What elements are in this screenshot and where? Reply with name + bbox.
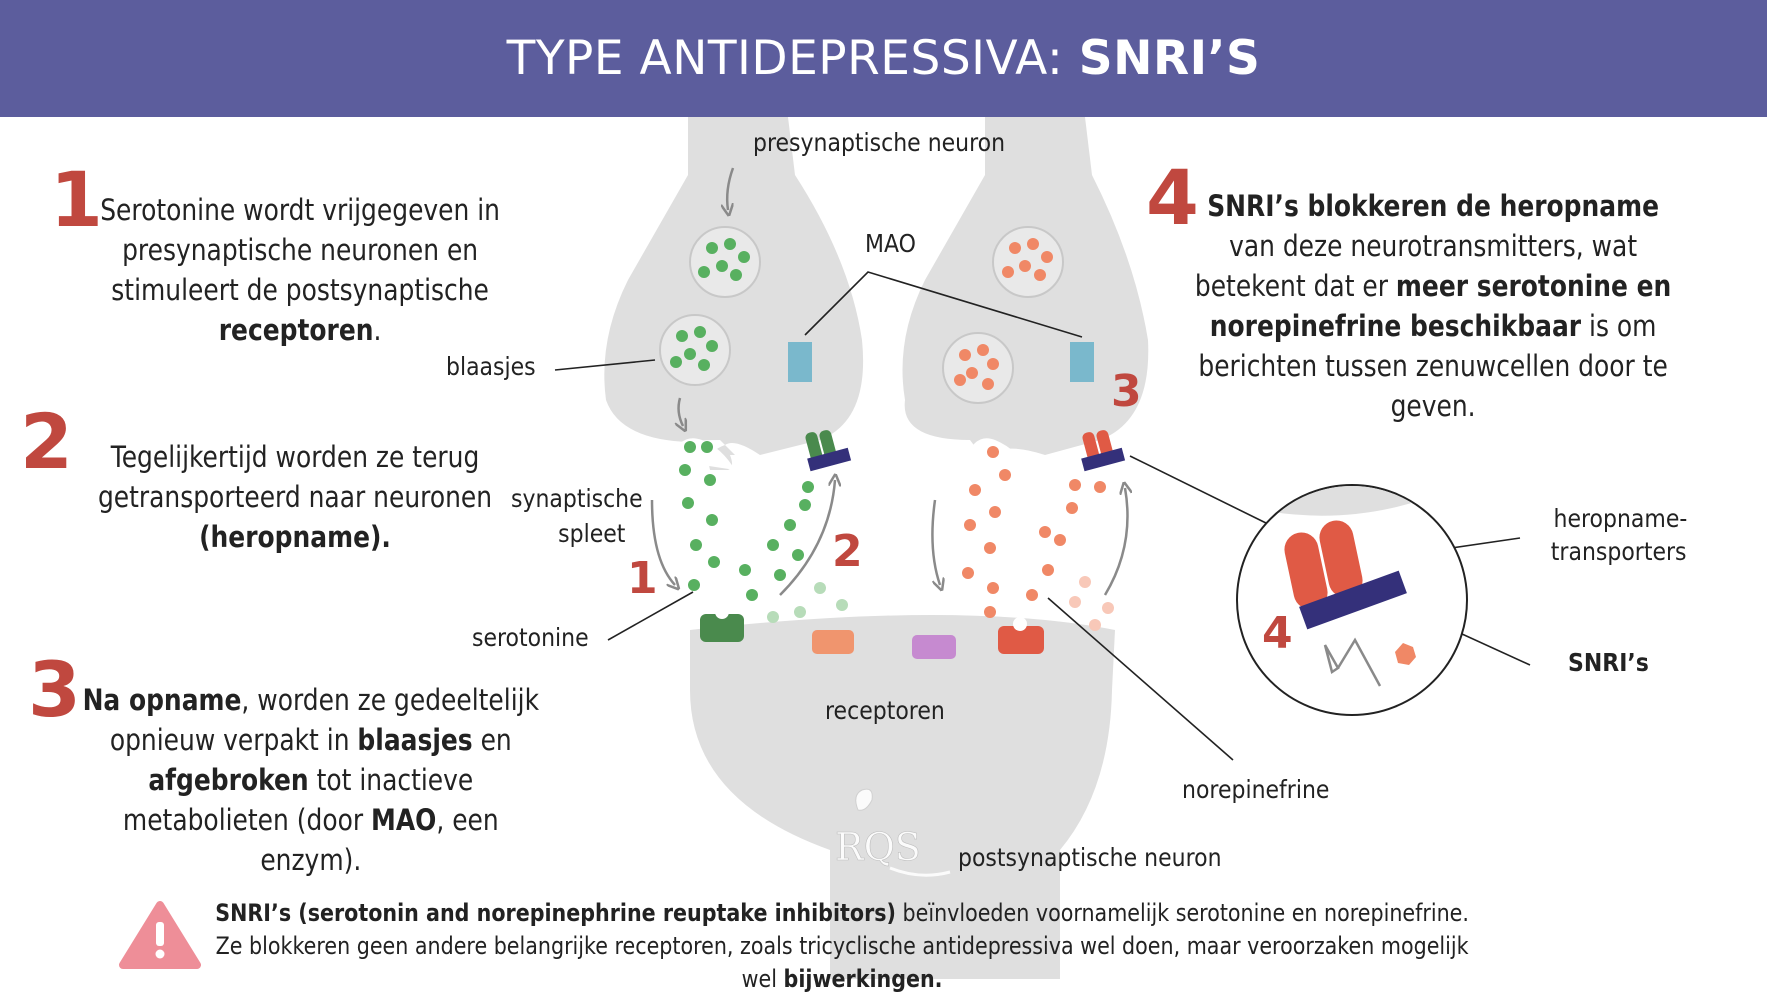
logo-text: RQS: [835, 825, 921, 869]
vesicles-leader: [554, 359, 656, 371]
step-3-number: 3: [28, 645, 81, 734]
norepinephrine-particles-faded: [1069, 576, 1114, 631]
text-run: van deze neurotransmitters, wat betekent…: [1194, 229, 1638, 303]
arrow-reuptake-right: [1103, 488, 1128, 596]
text-run: meer serotonine en norepinefrine beschik…: [1209, 269, 1672, 343]
transporter-left: [805, 430, 852, 472]
zoom-leader: [1129, 455, 1269, 525]
arrow-release-left: [650, 499, 675, 585]
transporters-label: heropname-transporters: [1550, 504, 1688, 566]
text-run: tot inactieve metabolieten (door: [122, 763, 474, 837]
text-run: .: [373, 313, 382, 347]
text-run: SNRI’s (serotonin and norepinephrine reu…: [215, 899, 896, 927]
serotonin-leader: [607, 591, 694, 641]
text-run: Tegelijkertijd worden ze terug getranspo…: [97, 440, 493, 514]
text-run: (heropname).: [199, 520, 391, 554]
mao-leader-lines: [804, 271, 1083, 338]
arrow-presynaptic-in: [727, 167, 733, 210]
page-title: TYPE ANTIDEPRESSIVA: SNRI’S: [506, 31, 1261, 86]
zoom-circle: [1236, 484, 1468, 716]
mao-label: MAO: [865, 229, 916, 258]
receptor-red: [998, 626, 1044, 654]
text-run: bijwerkingen.: [783, 965, 943, 993]
text-run: afgebroken: [148, 763, 309, 797]
text-run: receptoren: [218, 313, 374, 347]
serotonin-particles-faded: [767, 582, 848, 623]
step-4-number: 4: [1146, 153, 1199, 242]
arrow-reuptake-left: [779, 480, 835, 596]
text-run: , een enzym).: [260, 803, 499, 877]
diagram-number-2: 2: [832, 526, 863, 577]
diagram-number-3: 3: [1111, 366, 1142, 417]
receptor-purple: [912, 635, 956, 659]
presynaptic-label: presynaptische neuron: [753, 128, 1006, 157]
vesicle-right-bottom: [942, 332, 1014, 404]
text-run: Serotonine wordt vrijgegeven in presynap…: [100, 193, 500, 307]
transporter-right: [1081, 430, 1126, 472]
receptor-green: [700, 614, 744, 642]
norepinephrine-leader: [1047, 597, 1234, 761]
text-run: Na opname: [82, 683, 242, 717]
vesicle-right-top: [992, 226, 1064, 298]
serotonin-particles: [679, 441, 814, 601]
vesicles-label: blaasjes: [446, 352, 536, 381]
warning-triangle-icon: [119, 901, 201, 969]
norepinephrine-particles: [962, 446, 1106, 636]
text-run: blaasjes: [357, 723, 473, 757]
arrow-release-right: [931, 499, 940, 585]
mao-enzyme-left: [788, 342, 812, 382]
text-run: SNRI’s blokkeren de heropname: [1207, 189, 1660, 223]
receptors-label: receptoren: [825, 696, 945, 725]
synapse-diagram: RQS: [119, 117, 1531, 979]
snris-label: SNRI’s: [1568, 648, 1649, 677]
norepinephrine-label: norepinefrine: [1182, 775, 1330, 804]
step-3-text: Na opname, worden ze gedeeltelijk opnieu…: [70, 680, 552, 880]
mermaid-logo-icon: RQS: [835, 788, 951, 877]
step-2-number: 2: [20, 397, 73, 486]
vesicle-left-bottom: [659, 314, 731, 386]
arrow-vesicle-down: [679, 397, 683, 426]
postsynaptic-neuron-shape: [690, 615, 1115, 979]
vesicle-left-top: [689, 226, 761, 298]
text-run: is om berichten tussen zenuwcellen door …: [1198, 309, 1668, 423]
diagram-number-4: 4: [1262, 608, 1293, 659]
header-bar: [0, 0, 1767, 117]
step-1-number: 1: [50, 155, 103, 244]
serotonin-label: serotonine: [472, 623, 589, 652]
receptor-orange: [812, 630, 854, 654]
mao-enzyme-right: [1070, 342, 1094, 382]
text-run: beïnvloeden voornamelijk serotonine en n…: [215, 899, 1469, 993]
step-1-text: Serotonine wordt vrijgegeven in presynap…: [55, 190, 545, 350]
step-4-text: SNRI’s blokkeren de heropname van deze n…: [1188, 186, 1678, 426]
step-2-text: Tegelijkertijd worden ze terug getranspo…: [80, 437, 510, 557]
text-run: , worden ze gedeeltelijk opnieuw verpakt…: [109, 683, 540, 757]
diagram-number-1: 1: [627, 553, 658, 604]
text-run: MAO: [371, 803, 437, 837]
text-run: en: [472, 723, 512, 757]
warning-text: SNRI’s (serotonin and norepinephrine reu…: [210, 897, 1474, 996]
postsynaptic-label: postsynaptische neuron: [958, 843, 1222, 872]
